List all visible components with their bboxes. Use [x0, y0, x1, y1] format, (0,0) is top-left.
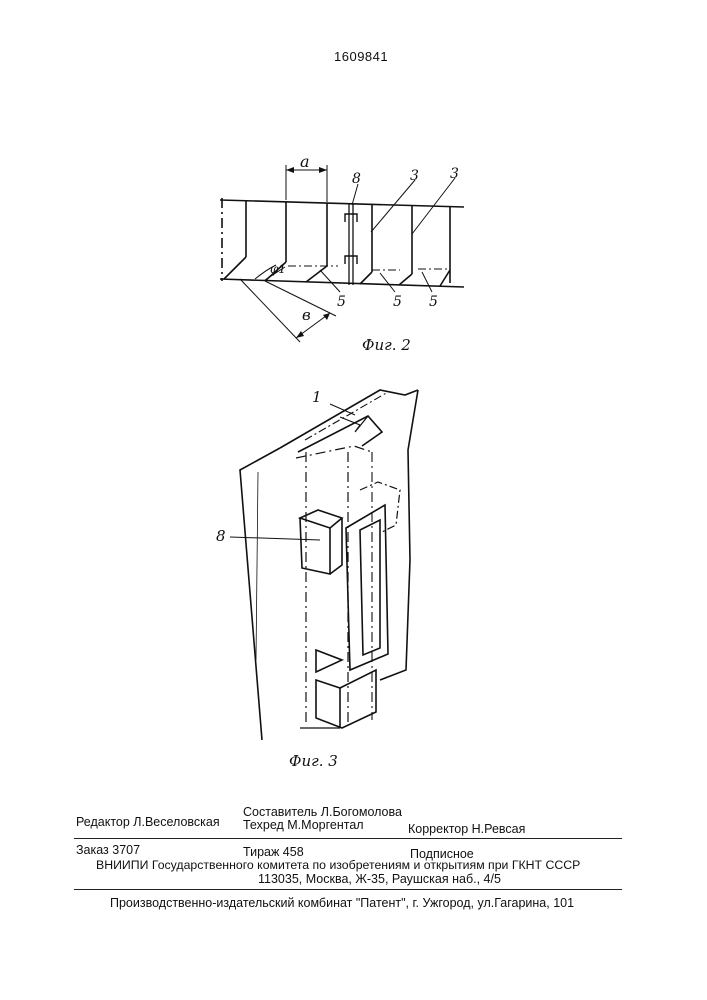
- footer-corrector: Корректор Н.Ревсая: [408, 822, 525, 836]
- fig2-top-rail: [220, 200, 464, 207]
- footer-circulation: Тираж 458: [243, 845, 304, 859]
- fig2-slant: [399, 274, 412, 285]
- footer-divider-bottom: [74, 889, 622, 890]
- fig2-label-5c: 5: [429, 294, 438, 310]
- fig2-label-8: 8: [352, 171, 361, 187]
- footer-address: 113035, Москва, Ж-35, Раушская наб., 4/5: [258, 872, 501, 886]
- fig2-label-3b: 3: [450, 166, 459, 182]
- fig2-drawing: [220, 165, 464, 342]
- fig3-label-1: 1: [312, 388, 322, 406]
- fig2-label-b: в: [302, 306, 311, 324]
- fig2-slant: [440, 270, 450, 286]
- footer-institute: ВНИИПИ Государственного комитета по изоб…: [96, 858, 580, 872]
- footer-editor: Редактор Л.Веселовская: [76, 815, 220, 829]
- fig2-label-3a: 3: [410, 168, 419, 184]
- fig2-slant: [224, 257, 246, 279]
- fig2-label-a: a: [300, 152, 310, 171]
- fig3-left-wall: [240, 448, 280, 740]
- fig3-label-8: 8: [216, 527, 226, 545]
- fig2-caption: Фиг. 2: [362, 336, 411, 354]
- footer-publisher: Производственно-издательский комбинат "П…: [110, 896, 574, 910]
- fig3-drawing: [230, 390, 418, 740]
- fig2-label-5b: 5: [393, 294, 402, 310]
- footer-divider-top: [74, 838, 622, 839]
- fig2-label-phi: φ1: [270, 262, 286, 276]
- fig3-caption: Фиг. 3: [289, 752, 338, 770]
- footer-compiler: Составитель Л.Богомолова: [243, 805, 402, 819]
- fig2-slant: [360, 272, 372, 284]
- fig2-label-5a: 5: [337, 294, 346, 310]
- footer-techred: Техред М.Моргентал: [243, 818, 364, 832]
- footer-order: Заказ 3707: [76, 843, 140, 857]
